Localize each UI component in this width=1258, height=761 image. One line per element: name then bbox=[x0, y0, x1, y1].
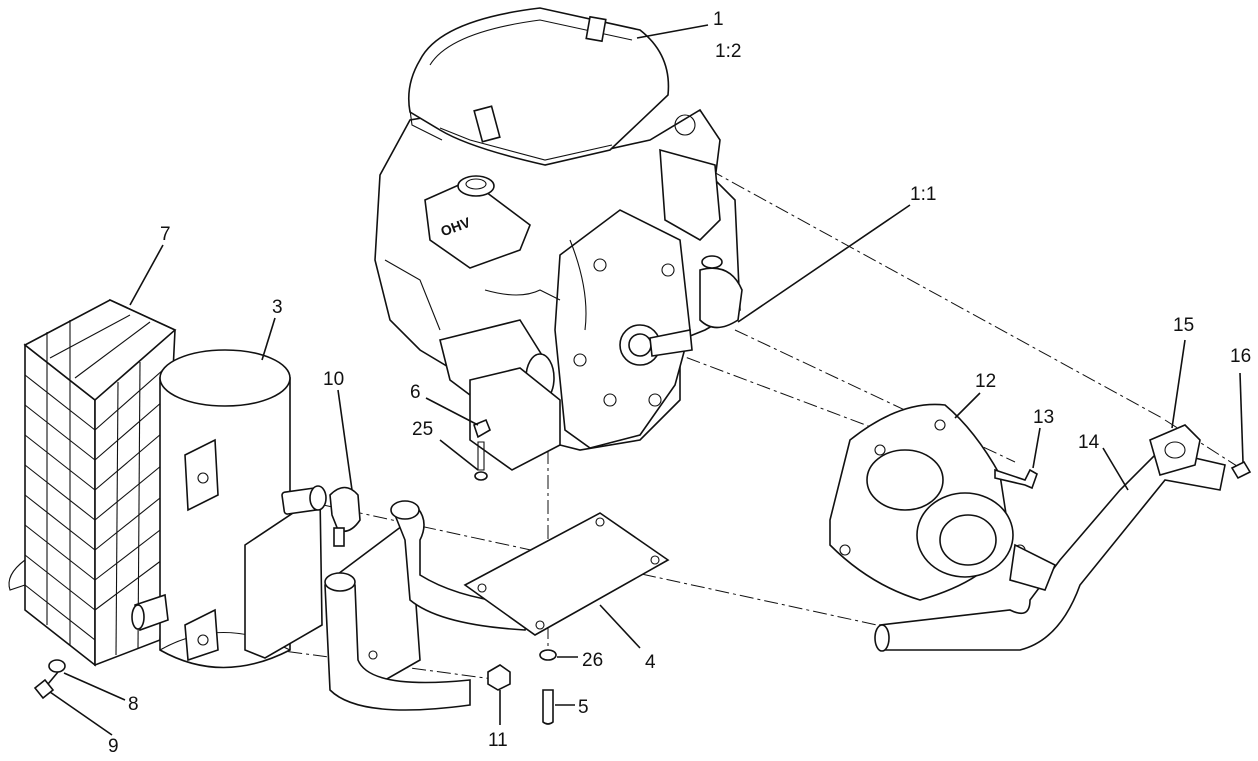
mounting-bracket bbox=[324, 500, 531, 711]
callout-16: 16 bbox=[1230, 346, 1251, 367]
leader-lines bbox=[49, 24, 1244, 736]
callout-6: 6 bbox=[410, 382, 421, 403]
clamp bbox=[329, 486, 361, 547]
callout-1: 1 bbox=[713, 9, 724, 30]
callout-1-2: 1:2 bbox=[715, 41, 741, 62]
callout-11: 11 bbox=[488, 730, 508, 751]
callout-5: 5 bbox=[578, 697, 589, 718]
callout-10: 10 bbox=[323, 369, 344, 390]
muffler bbox=[131, 349, 327, 669]
callout-8: 8 bbox=[128, 694, 139, 715]
engine-assembly: OHV bbox=[374, 7, 743, 471]
callout-25: 25 bbox=[412, 419, 433, 440]
callout-9: 9 bbox=[108, 736, 119, 757]
callout-15: 15 bbox=[1173, 315, 1194, 336]
muffler-guard bbox=[8, 298, 177, 667]
callout-12: 12 bbox=[975, 371, 996, 392]
callout-14: 14 bbox=[1078, 432, 1100, 453]
callout-1-1: 1:1 bbox=[910, 184, 936, 205]
callout-4: 4 bbox=[645, 652, 656, 673]
callout-26: 26 bbox=[582, 650, 603, 671]
mounting-plate bbox=[463, 512, 670, 636]
callout-7: 7 bbox=[160, 224, 171, 245]
exhaust-pipe bbox=[874, 424, 1226, 652]
callout-13: 13 bbox=[1033, 407, 1054, 428]
callout-3: 3 bbox=[272, 297, 283, 318]
callout-labels: 1 1:2 1:1 7 3 10 6 25 4 26 5 11 8 9 12 1… bbox=[108, 9, 1251, 757]
engine-adapter-housing bbox=[829, 403, 1026, 601]
